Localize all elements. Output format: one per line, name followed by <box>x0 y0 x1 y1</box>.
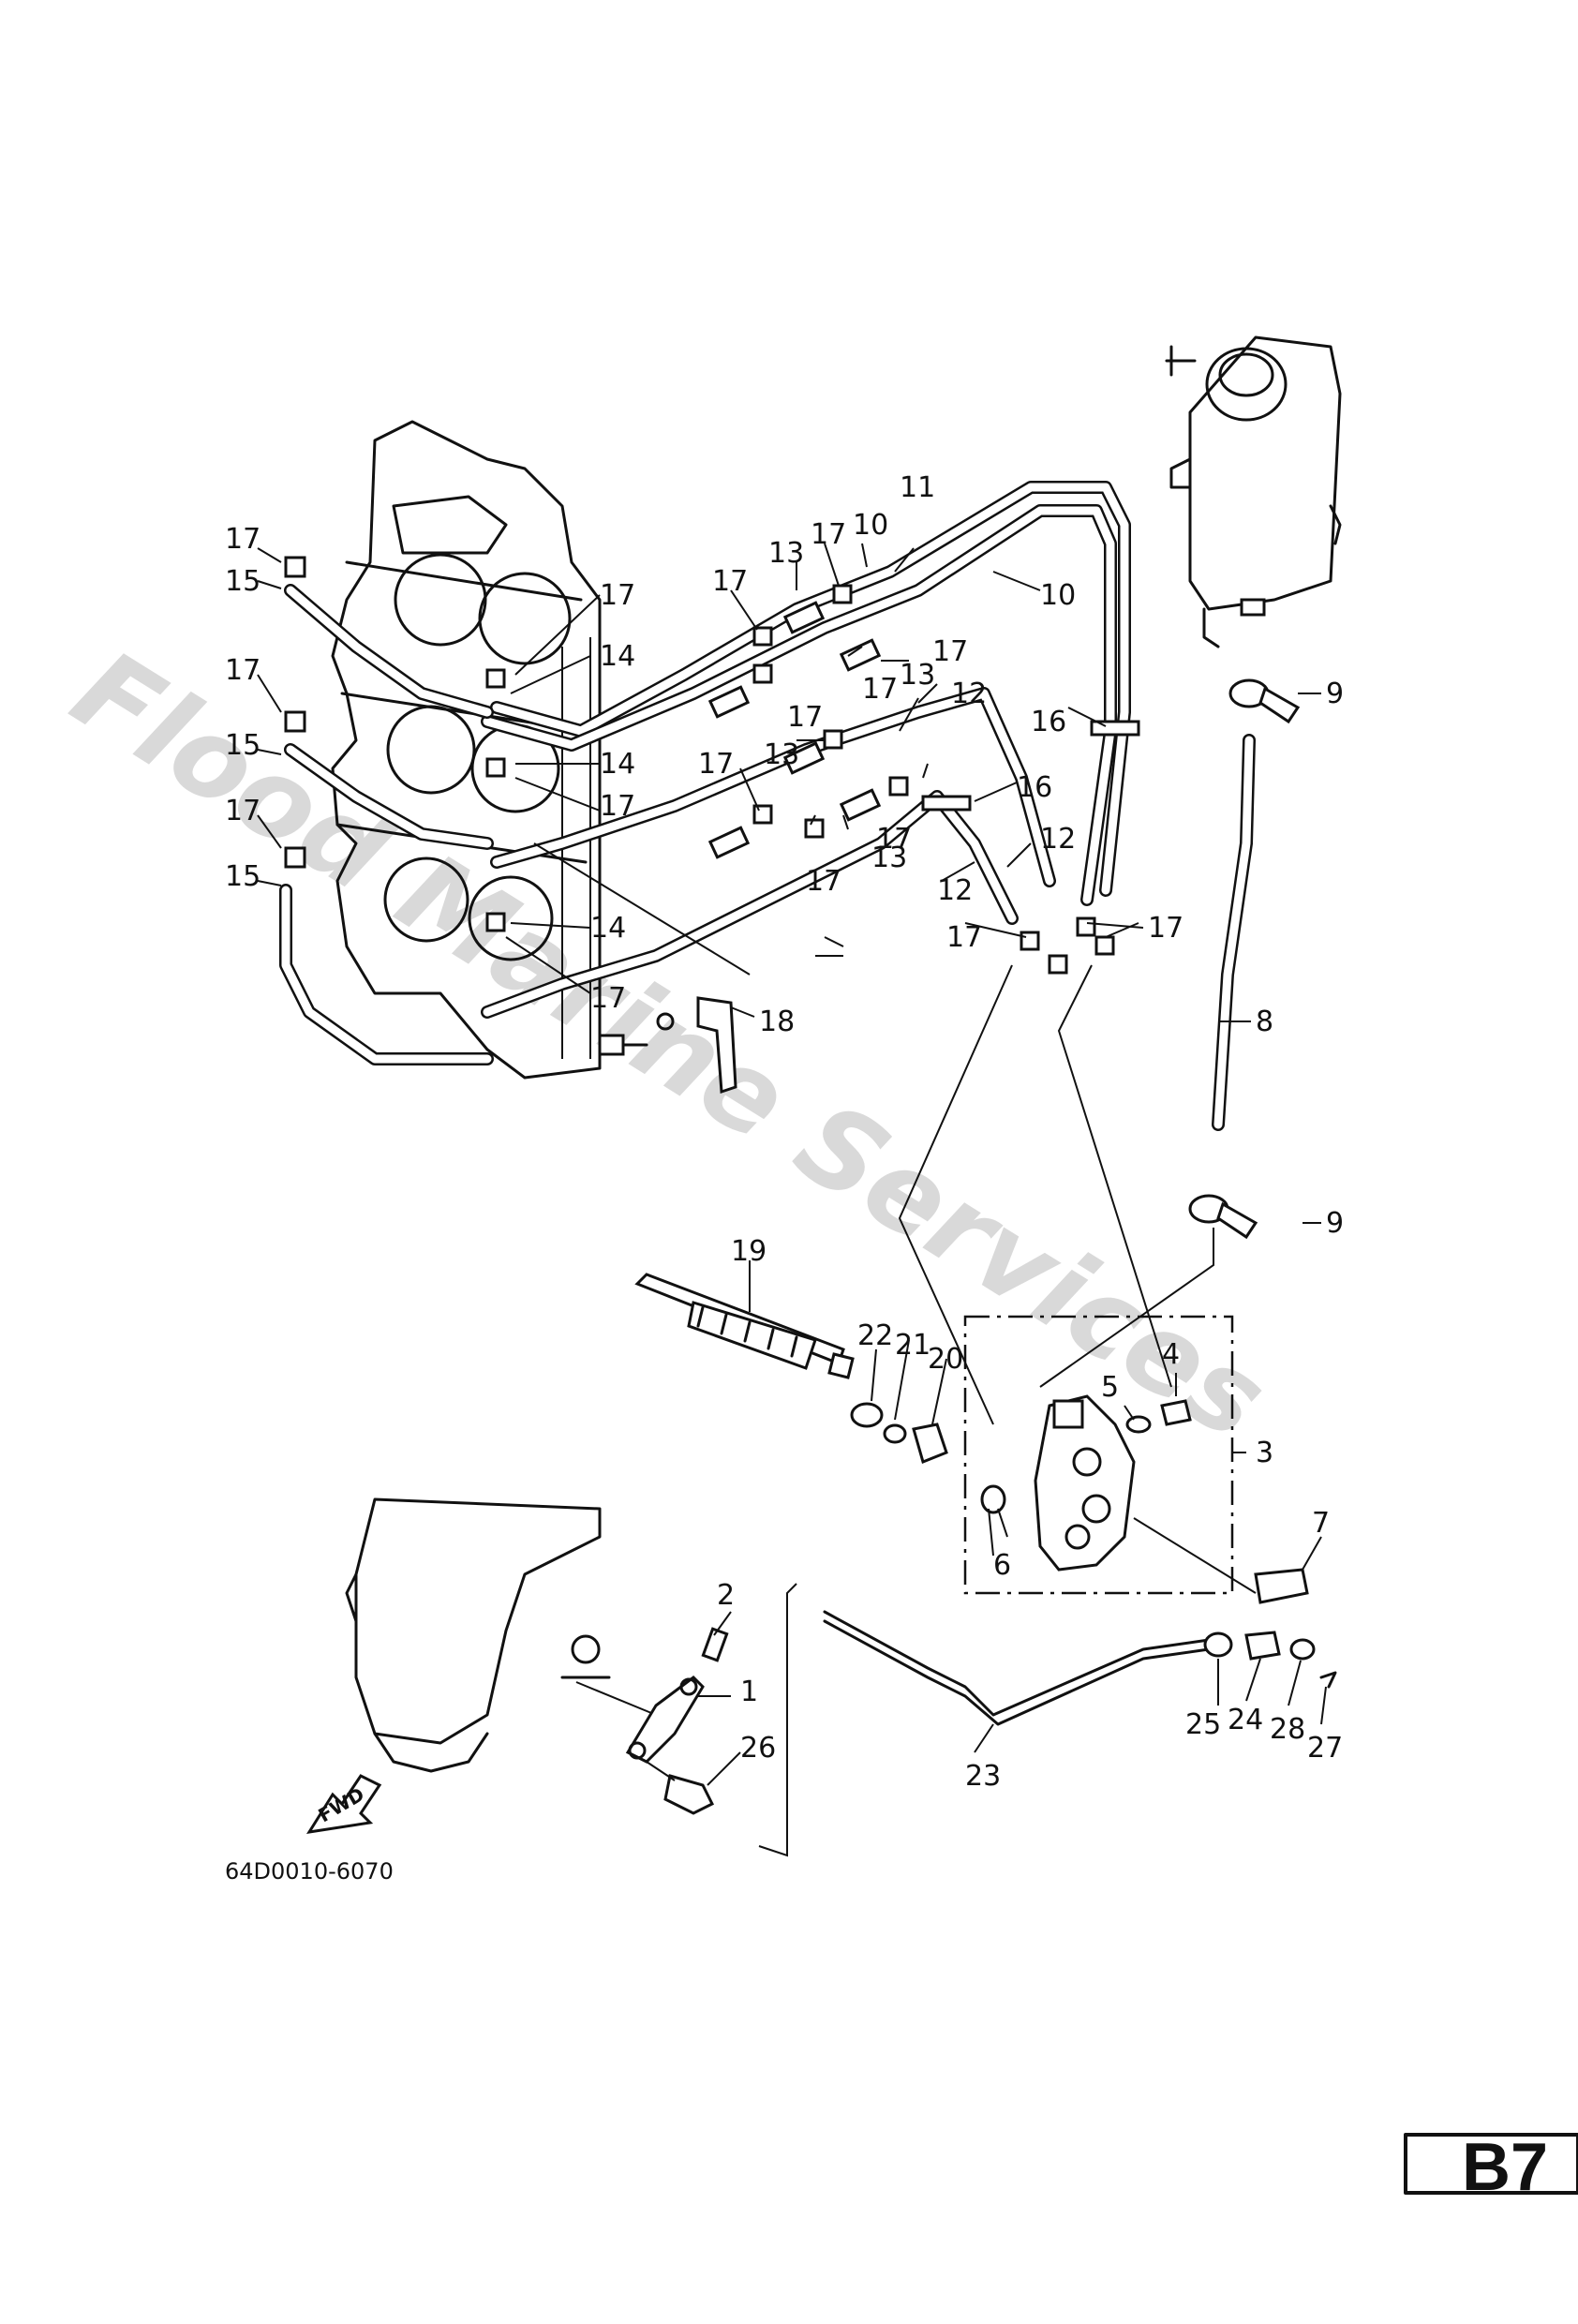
pump-drive-shaft <box>634 1273 948 1465</box>
callout-8: 8 <box>1256 1006 1273 1038</box>
callout-15: 15 <box>225 729 261 762</box>
callout-17: 17 <box>712 565 748 598</box>
callout-17: 17 <box>787 701 823 734</box>
callout-6: 6 <box>993 1549 1011 1582</box>
page-tag: B7 <box>1462 2130 1548 2205</box>
page-tag-box: B7 <box>1404 2130 1578 2205</box>
callout-19: 19 <box>731 1235 767 1268</box>
callout-11: 11 <box>900 471 935 504</box>
control-rod <box>758 1583 1211 1857</box>
oil-hose-bundle <box>279 481 1131 1065</box>
oil-pump-assembly <box>963 1315 1309 1604</box>
callout-4: 4 <box>1162 1338 1180 1371</box>
callout-12: 12 <box>1040 823 1076 856</box>
leader-lines <box>257 543 1327 1786</box>
hose-clips <box>284 556 1115 975</box>
callout-16: 16 <box>1031 706 1066 738</box>
callout-10: 10 <box>1040 579 1076 612</box>
callout-13: 13 <box>871 842 907 874</box>
callout-17: 17 <box>225 523 261 556</box>
callout-25: 25 <box>1185 1708 1221 1741</box>
callout-17: 17 <box>600 579 635 612</box>
callout-9: 9 <box>1326 1207 1344 1240</box>
callout-18: 18 <box>759 1006 795 1038</box>
callout-17: 17 <box>876 823 912 856</box>
lever-link <box>625 1627 729 1815</box>
lower-engine-section <box>345 1497 657 1773</box>
callout-17: 17 <box>590 982 626 1015</box>
callout-20: 20 <box>928 1343 963 1376</box>
callout-27: 27 <box>1307 1732 1343 1765</box>
callout-12: 12 <box>951 678 987 710</box>
callout-17: 17 <box>600 790 635 823</box>
callout-13: 13 <box>900 659 935 692</box>
callout-16: 16 <box>1017 771 1052 804</box>
diagram-code: 64D0010-6070 <box>225 1858 394 1885</box>
callout-17: 17 <box>811 518 846 551</box>
bracket <box>598 996 737 1095</box>
callout-14: 14 <box>600 748 635 781</box>
callout-13: 13 <box>768 537 804 570</box>
callout-12: 12 <box>937 874 973 907</box>
callout-14: 14 <box>590 912 626 945</box>
callout-23: 23 <box>965 1760 1001 1793</box>
callout-10: 10 <box>853 509 888 542</box>
callout-17: 17 <box>932 635 968 668</box>
callout-3: 3 <box>1256 1437 1273 1469</box>
callout-21: 21 <box>895 1329 930 1362</box>
callout-labels: 17 15 17 14 17 15 14 17 17 15 14 17 18 1… <box>225 471 1344 1793</box>
hose-clip-lower <box>1188 1194 1258 1240</box>
callout-17: 17 <box>698 748 734 781</box>
callout-7: 7 <box>1312 1507 1330 1540</box>
callout-17: 17 <box>946 921 982 954</box>
callout-15: 15 <box>225 565 261 598</box>
callout-28: 28 <box>1270 1713 1305 1746</box>
callout-13: 13 <box>764 738 799 771</box>
fwd-arrow-icon: FWD <box>305 1774 382 1834</box>
callout-17: 17 <box>1148 912 1184 945</box>
callout-24: 24 <box>1228 1704 1263 1736</box>
callout-17: 17 <box>225 654 261 687</box>
rod-end-parts <box>1203 1631 1337 1689</box>
callout-5: 5 <box>1101 1371 1119 1404</box>
callout-2: 2 <box>717 1579 735 1612</box>
callout-15: 15 <box>225 860 261 893</box>
callout-26: 26 <box>740 1732 776 1765</box>
oil-tank <box>1165 335 1342 648</box>
callout-17: 17 <box>862 673 898 706</box>
callout-1: 1 <box>740 1676 758 1708</box>
hose-clip-upper <box>1228 678 1301 724</box>
callout-17: 17 <box>806 865 841 898</box>
callout-9: 9 <box>1326 678 1344 710</box>
hose-band-lower <box>921 795 972 812</box>
callout-22: 22 <box>857 1319 893 1352</box>
callout-17: 17 <box>225 795 261 827</box>
check-valves <box>707 601 882 859</box>
callout-14: 14 <box>600 640 635 673</box>
